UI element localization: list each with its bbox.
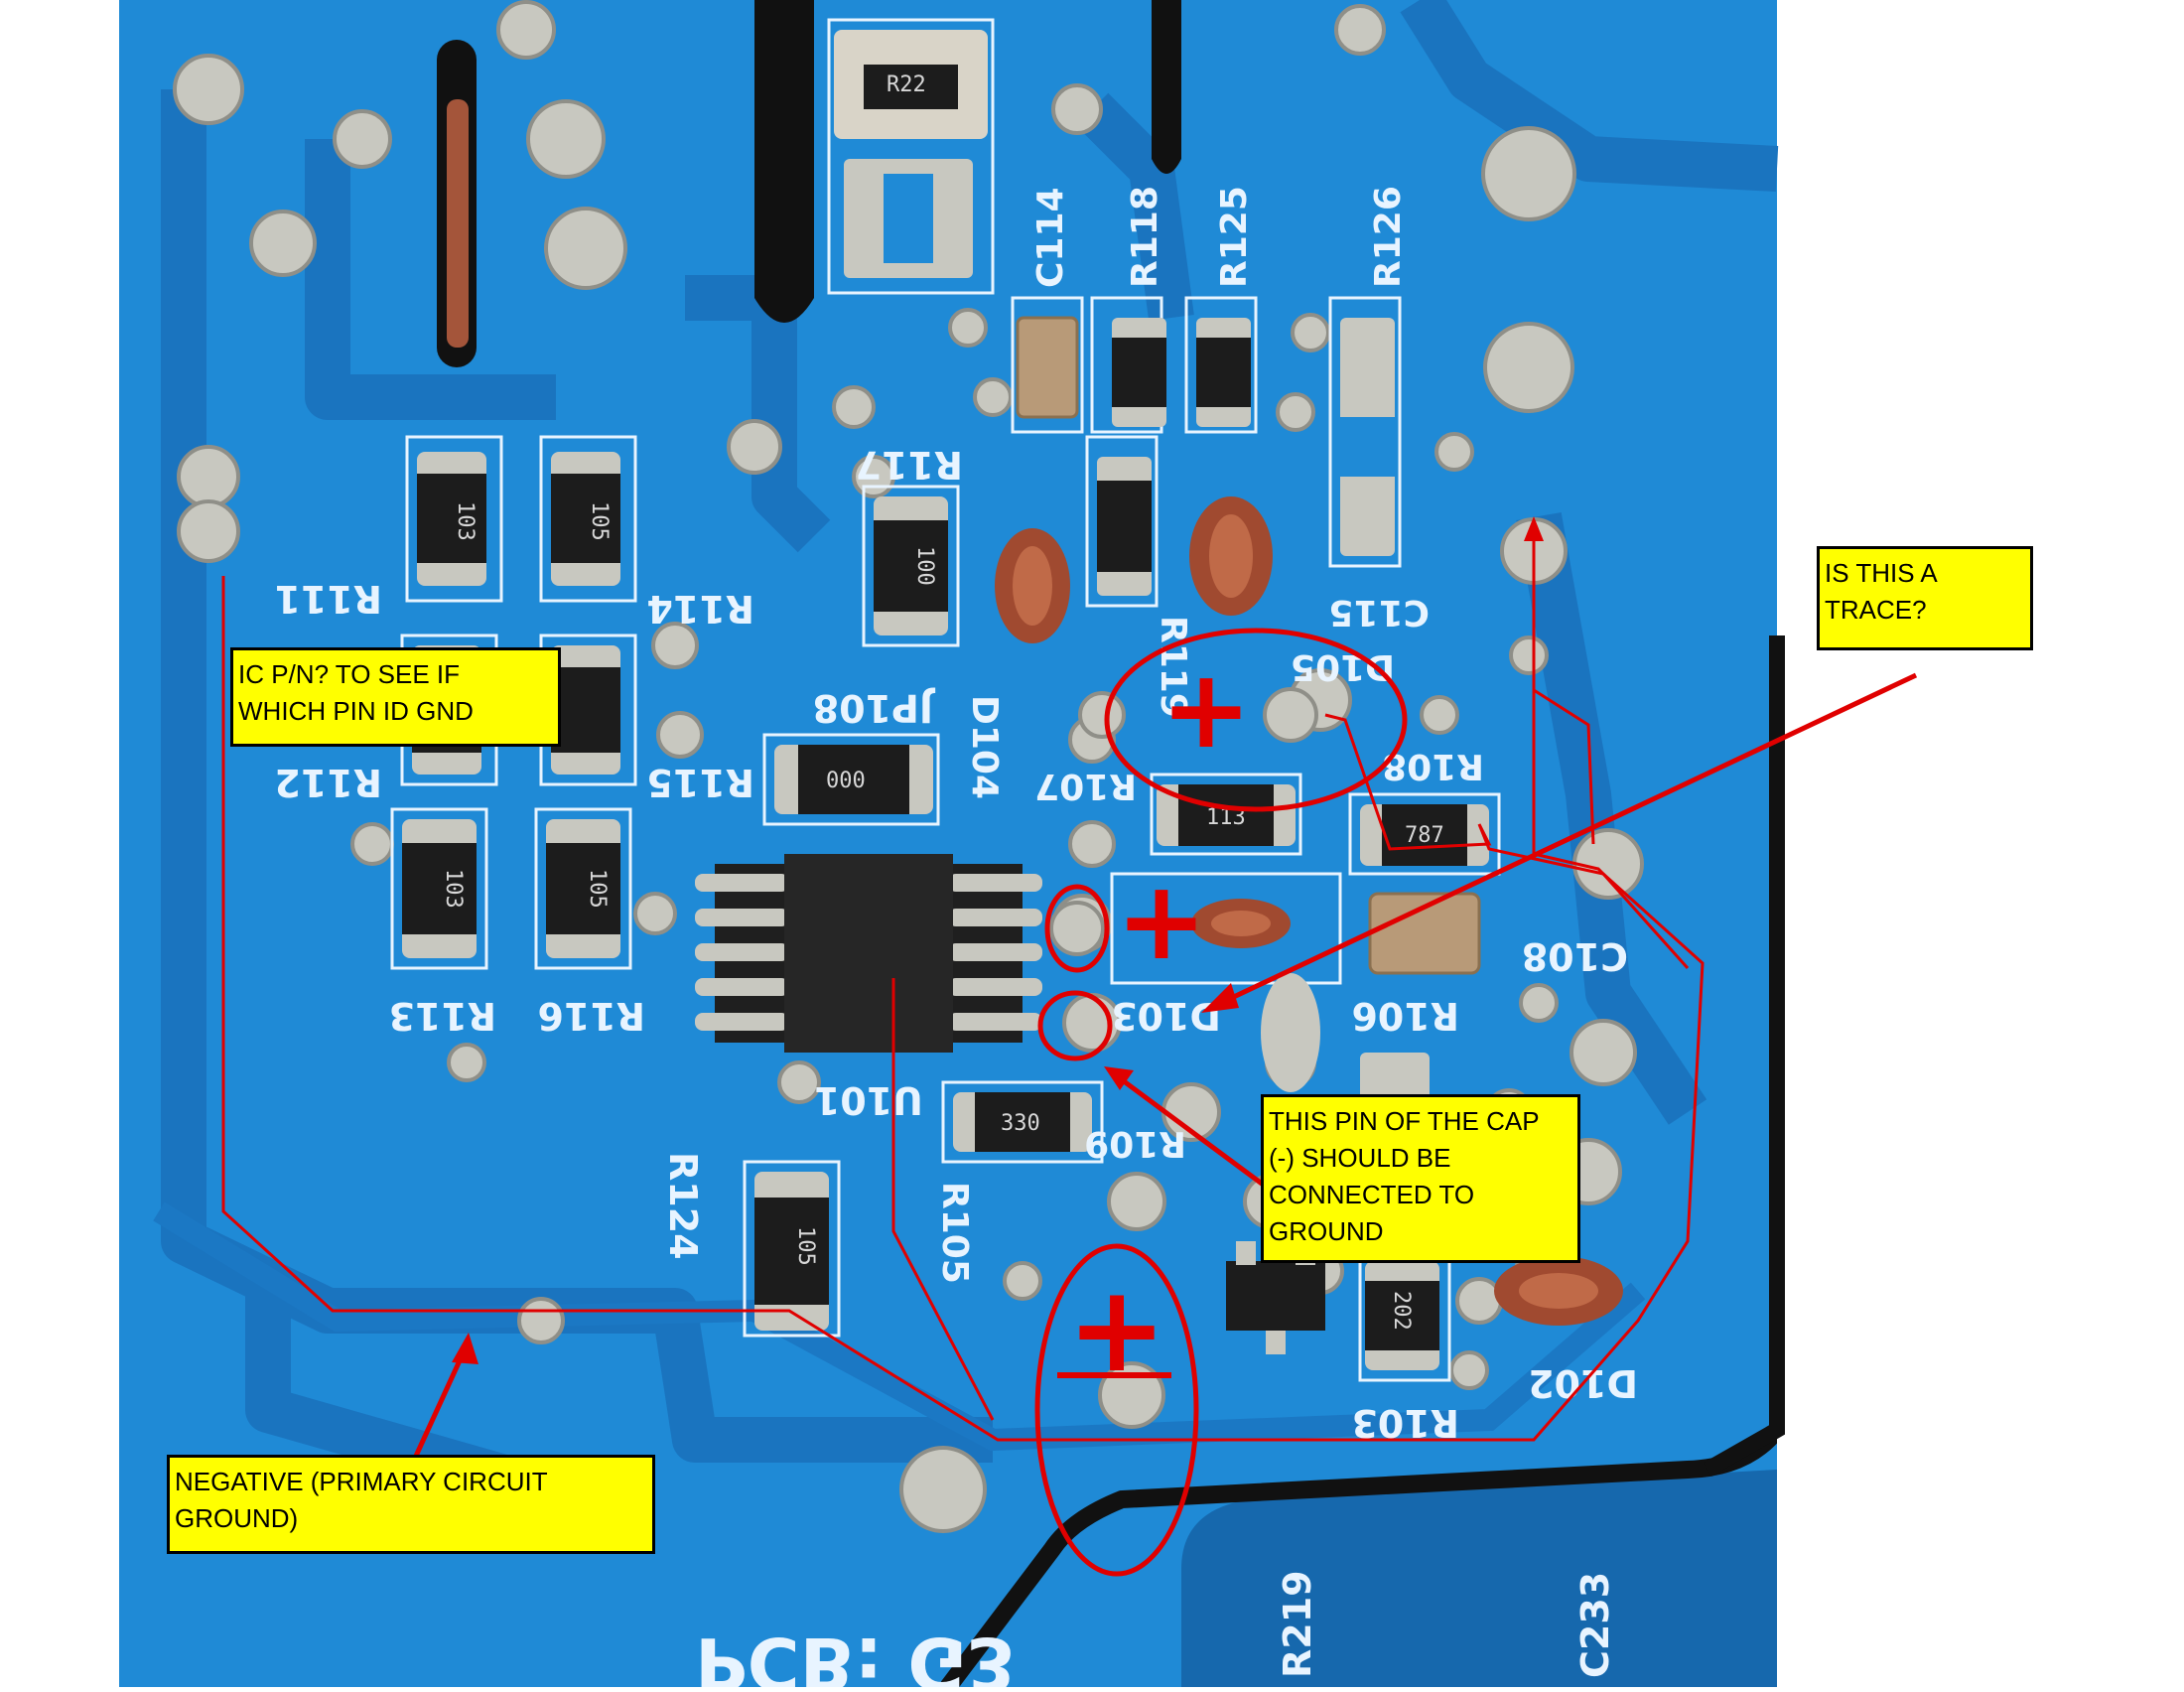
- trace-route-line-2: [891, 978, 995, 1421]
- silk-r113: R113: [388, 994, 496, 1038]
- slot-3: [1152, 0, 1181, 174]
- silkscreen-labels: PCB: G3 R111 R114 R112 R115 R113 R116 R1…: [274, 186, 1638, 1692]
- highlight-ellipse-pad-plus: [1044, 884, 1110, 973]
- silk-r117: R117: [855, 443, 963, 487]
- plus-mark-middle: +: [1116, 857, 1207, 984]
- marking-top-part: R22: [887, 72, 926, 97]
- transistor: [1226, 1241, 1325, 1354]
- silk-r105: R105: [934, 1182, 975, 1284]
- slot-2: [754, 0, 814, 323]
- silk-c114: C114: [1030, 187, 1071, 288]
- callout-negative-ground: NEGATIVE (PRIMARY CIRCUIT GROUND): [167, 1455, 655, 1554]
- plus-mark-top: +: [1160, 645, 1252, 773]
- marking-r124: 105: [793, 1226, 818, 1266]
- slot-1-inner: [447, 99, 469, 348]
- silk-c233: C233: [1573, 1572, 1617, 1678]
- callout-trace-question: IS THIS A TRACE?: [1817, 546, 2033, 650]
- diodes: [995, 496, 1623, 1326]
- marking-r105: 330: [1001, 1111, 1040, 1136]
- marking-r117: 100: [912, 546, 937, 586]
- silk-r118: R118: [1125, 186, 1165, 288]
- silk-r219: R219: [1276, 1570, 1319, 1678]
- marking-r103: 202: [1389, 1291, 1414, 1331]
- arrowhead-negative: [452, 1333, 478, 1364]
- silk-r112: R112: [274, 761, 382, 804]
- ground-plane: [153, 1201, 1646, 1452]
- arrow-heads: [452, 516, 1544, 1364]
- silk-r115: R115: [646, 761, 754, 804]
- silk-r111: R111: [274, 577, 382, 621]
- silk-u101: U101: [814, 1078, 923, 1122]
- arrowhead-cap-pin: [1104, 1066, 1134, 1090]
- marking-r113: 103: [441, 869, 466, 909]
- trace-route-line-3: [1532, 566, 1690, 970]
- silk-r106: R106: [1351, 994, 1459, 1038]
- highlight-ellipse-pad-minus: [1037, 990, 1113, 1061]
- callout-ic-part-number: IC P/N? TO SEE IF WHICH PIN ID GND: [230, 647, 561, 747]
- silk-jp108: JP108: [813, 686, 936, 730]
- trace-route-line: [221, 576, 1705, 1442]
- plus-mark-bottom: +: [1067, 1261, 1167, 1399]
- silk-c108: C108: [1522, 934, 1628, 978]
- minus-mark-bottom: [1057, 1372, 1171, 1378]
- callout-cap-pin-ground: THIS PIN OF THE CAP (-) SHOULD BE CONNEC…: [1261, 1094, 1580, 1263]
- arrow-negative: [409, 1343, 470, 1467]
- red-annotations: [221, 526, 1918, 1577]
- arrow-cap-pin: [1110, 1069, 1268, 1190]
- highlight-ellipse-top: [1104, 628, 1408, 812]
- highlight-ellipse-bottom: [1034, 1243, 1199, 1577]
- silk-r109: R109: [1084, 1123, 1186, 1164]
- silk-r124: R124: [661, 1152, 705, 1260]
- arrow-trace-question: [1219, 672, 1918, 1006]
- silk-c115: C115: [1328, 592, 1430, 633]
- silk-pcb: PCB: G3: [695, 1622, 1017, 1687]
- pcb-lower-right-region: [1181, 1470, 1777, 1687]
- ic-u101: [695, 854, 1042, 1053]
- silk-r103: R103: [1351, 1401, 1459, 1445]
- trace-route-line-4: [1533, 688, 1595, 845]
- silk-r114: R114: [646, 587, 754, 631]
- silk-d104: D104: [964, 695, 1005, 799]
- silk-r107: R107: [1034, 766, 1137, 806]
- silk-r108: R108: [1382, 746, 1484, 786]
- right-side-cut: [1704, 635, 1785, 1477]
- marking-jp108: 000: [826, 769, 866, 793]
- marking-r114: 105: [587, 501, 612, 541]
- silk-r126: R126: [1368, 186, 1409, 288]
- arrowhead-top-pad: [1524, 516, 1544, 541]
- marking-r111: 103: [453, 501, 478, 541]
- marking-r116: 105: [585, 869, 610, 909]
- silk-r125: R125: [1214, 186, 1255, 288]
- component-outlines: [390, 18, 1501, 1382]
- silk-r116: R116: [537, 994, 645, 1038]
- marking-r106: 787: [1405, 823, 1444, 848]
- silk-d103: D103: [1111, 994, 1221, 1038]
- right-edge-strip: [1777, 0, 2184, 1687]
- arrowhead-trace-question: [1201, 983, 1239, 1013]
- silk-r119: R119: [1153, 616, 1193, 718]
